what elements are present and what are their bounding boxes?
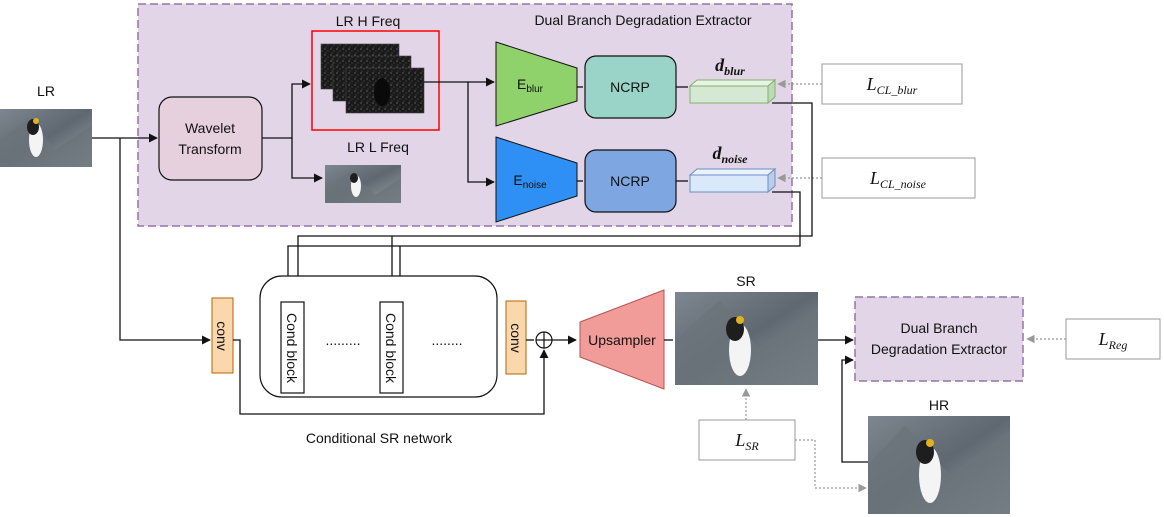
- wavelet-line1: Wavelet: [185, 120, 235, 136]
- loss-cl-blur-box: [821, 63, 963, 105]
- d-blur-vector: [688, 78, 777, 105]
- loss-cl-noise-box: [821, 157, 976, 199]
- dots-1: .........: [325, 332, 360, 348]
- ncrp-top-label: NCRP: [610, 79, 650, 95]
- add-node: [535, 331, 553, 349]
- loss-reg-label: LReg: [1098, 329, 1128, 352]
- loss-reg-box: [1065, 318, 1161, 360]
- extractor-copy-box: [854, 296, 1024, 382]
- network-caption: Conditional SR network: [306, 430, 453, 446]
- hr-label: HR: [929, 397, 949, 413]
- cond-block-2: [379, 301, 404, 394]
- loss-sr-box: [698, 419, 796, 461]
- low-freq-label: LR L Freq: [347, 139, 409, 155]
- conv-in-label: conv: [214, 321, 230, 351]
- conv-out-label: conv: [508, 323, 524, 353]
- encoder-blur-block: [495, 41, 578, 127]
- d-blur-label: dblur: [715, 55, 745, 78]
- high-freq-highlight-box: [311, 30, 440, 131]
- conv-out-block: [505, 300, 527, 375]
- loss-sr-label: LSR: [734, 430, 759, 453]
- cond-block-1-label: Cond block: [284, 313, 300, 384]
- wavelet-transform-block: [158, 96, 263, 181]
- encoder-noise-label: Enoise: [513, 172, 547, 191]
- loss-cl-noise-label: LCL_noise: [869, 168, 927, 191]
- cond-block-1: [280, 301, 305, 394]
- sr-image: [675, 292, 818, 385]
- conv-in-block: [211, 297, 234, 374]
- ncrp-bottom-label: NCRP: [610, 173, 650, 189]
- hr-image: [868, 416, 1010, 514]
- extractor-copy-line1: Dual Branch: [900, 320, 977, 336]
- lr-label: LR: [37, 83, 55, 99]
- d-noise-label: dnoise: [712, 143, 748, 166]
- encoder-noise-block: [495, 136, 578, 223]
- d-noise-vector: [688, 167, 777, 194]
- cond-block-2-label: Cond block: [383, 313, 399, 384]
- sr-label: SR: [736, 273, 755, 289]
- loss-cl-blur-label: LCL_blur: [866, 74, 918, 97]
- extractor-copy-line2: Degradation Extractor: [871, 341, 1008, 357]
- lr-image: [0, 109, 92, 167]
- dots-2: ........: [431, 332, 462, 348]
- cond-container: [259, 275, 498, 398]
- extractor-title: Dual Branch Degradation Extractor: [534, 12, 751, 28]
- encoder-blur-label: Eblur: [517, 76, 544, 95]
- low-freq-image: [325, 165, 401, 203]
- high-freq-label: LR H Freq: [336, 13, 401, 29]
- wavelet-line2: Transform: [178, 141, 241, 157]
- high-freq-images: [320, 43, 425, 114]
- upsampler-label: Upsampler: [588, 332, 656, 348]
- upsampler-block: [579, 289, 665, 390]
